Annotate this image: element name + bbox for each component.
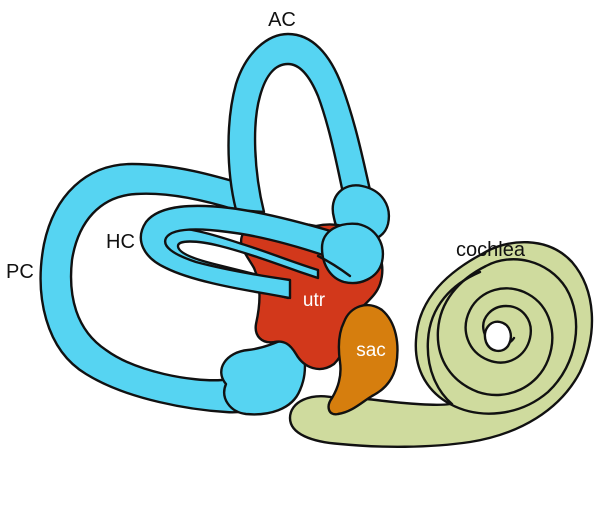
label-hc: HC — [106, 231, 135, 253]
label-sac: sac — [356, 340, 386, 361]
label-utr: utr — [303, 290, 326, 311]
anterior-canal — [229, 34, 389, 241]
label-pc: PC — [6, 261, 34, 283]
hc-ampulla — [322, 224, 383, 283]
label-cochlea: cochlea — [456, 239, 526, 261]
cochlea-apex — [485, 322, 511, 351]
label-ac: AC — [268, 9, 296, 31]
